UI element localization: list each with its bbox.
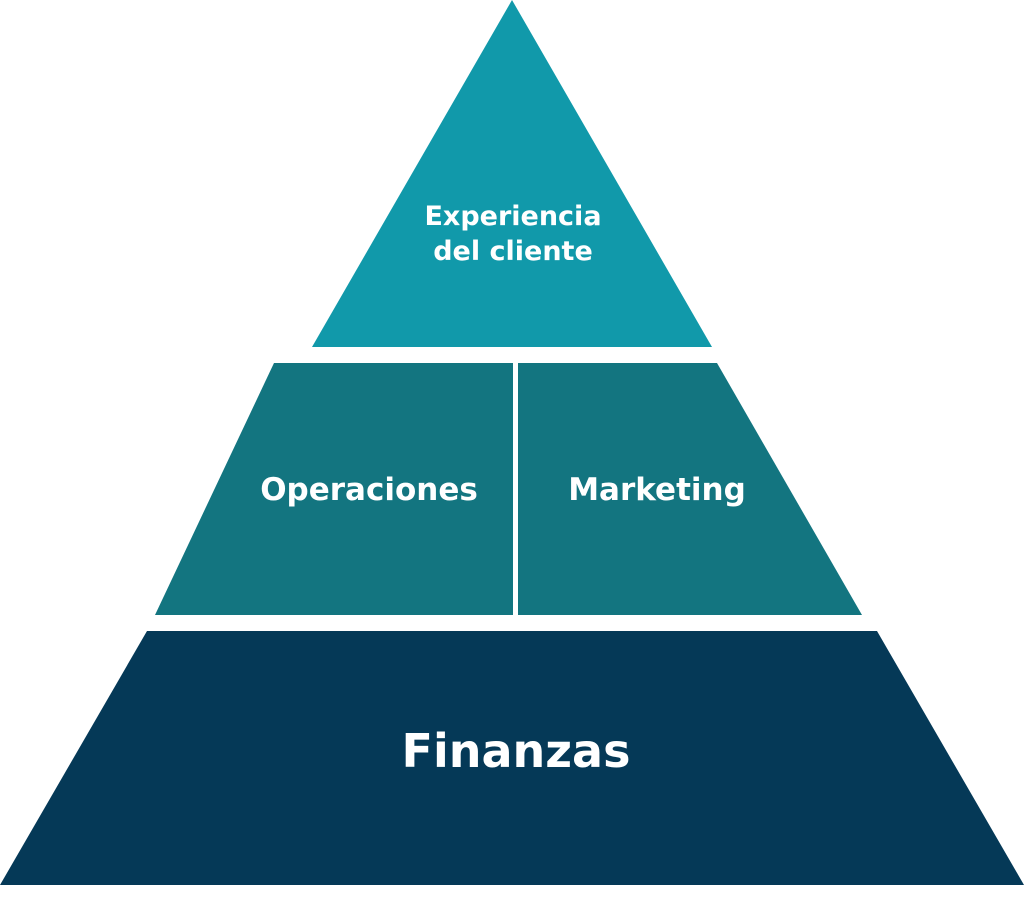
tier-top-label-line2: del cliente (433, 236, 593, 267)
tier-top-label-line1: Experiencia (424, 201, 601, 232)
tier-middle-right-label: Marketing (568, 472, 746, 508)
tier-base-label: Finanzas (402, 724, 631, 778)
tier-base (0, 631, 1024, 885)
tier-middle-left (155, 363, 513, 615)
tier-top (312, 0, 712, 347)
tier-middle-right (518, 363, 862, 615)
tier-middle-left-label: Operaciones (260, 472, 478, 508)
